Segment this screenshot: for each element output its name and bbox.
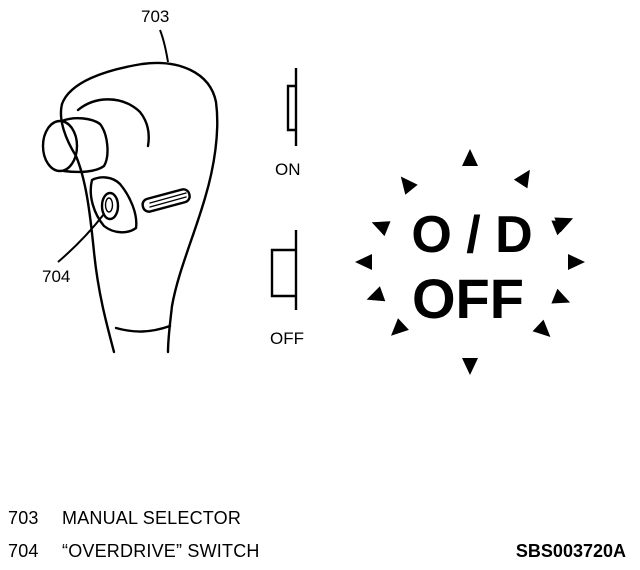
figure-code: SBS003720A [515,541,626,561]
legend-number: 704 [8,541,39,561]
leader-line-703 [159,29,169,63]
leader-line-704 [57,213,105,263]
overdrive-switch-button [100,191,120,221]
ray-triangle-11 [355,254,372,270]
ray-triangle-10 [366,286,386,302]
manual-selector-knob [41,61,219,354]
callout-704: 704 [42,267,70,286]
ray-triangle-4 [551,220,571,236]
ray-triangle-8 [462,358,478,375]
ray-triangle-5 [568,254,585,270]
switch-off-label: OFF [270,329,304,348]
overdrive-switch-highlight [104,197,114,213]
diagram-canvas: 703 704 ON OFF O / D OFF [41,7,585,375]
legend-label: “OVERDRIVE” SWITCH [62,541,260,561]
legend-number: 703 [8,508,39,528]
legend-item-703: 703 MANUAL SELECTOR [8,508,241,529]
ray-triangle-2 [513,169,530,189]
switch-state-on [286,68,298,146]
knob-button-cap [41,119,79,173]
ray-triangle-9 [391,318,409,336]
callout-703: 703 [141,7,169,26]
legend-item-704: 704 “OVERDRIVE” SWITCH [8,541,260,562]
ray-triangle-1 [462,149,478,166]
indicator-off-text: OFF [412,267,524,330]
switch-on-label: ON [275,160,301,179]
ray-triangle-13 [400,176,418,195]
od-off-indicator: O / D OFF [411,206,532,330]
indicator-od-text: O / D [411,206,532,264]
switch-state-off [270,230,298,310]
ray-triangle-7 [532,319,551,337]
indicator-rays [355,149,585,375]
ray-triangle-6 [551,288,571,304]
knob-grip-slot [141,188,191,213]
legend-label: MANUAL SELECTOR [62,508,242,528]
ray-triangle-12 [371,221,391,237]
